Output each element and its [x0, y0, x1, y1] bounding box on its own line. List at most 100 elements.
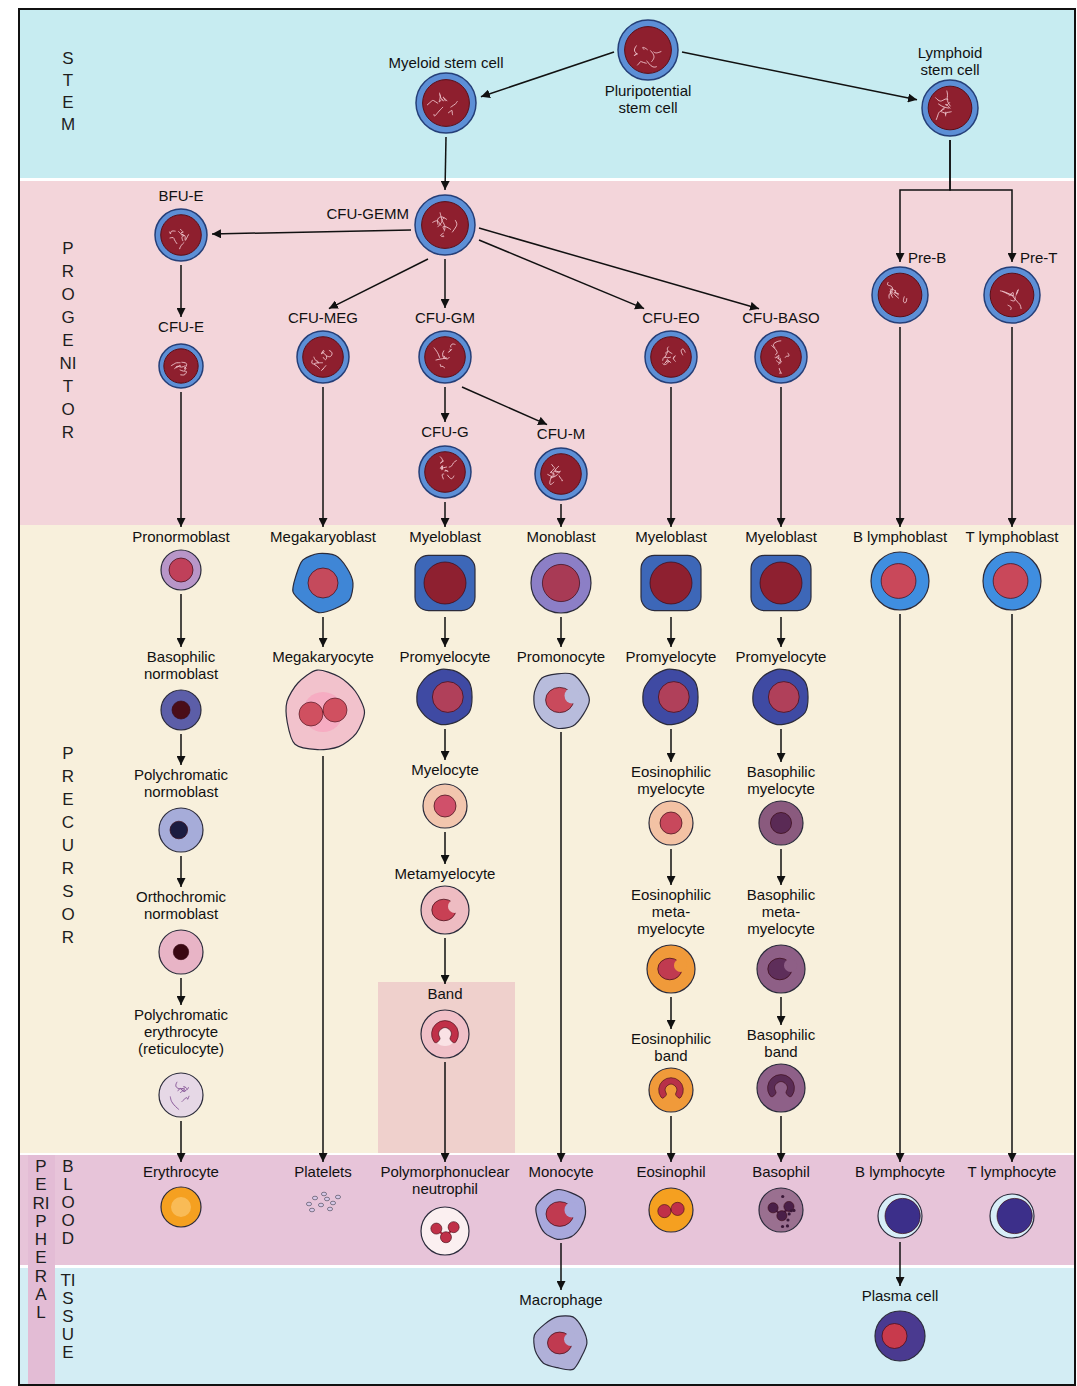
- cell-drawing: [875, 1311, 925, 1361]
- cell-icon: [415, 442, 475, 502]
- cell-node: Platelets: [294, 1163, 352, 1224]
- chromatin: [1012, 295, 1021, 309]
- cell-icon: [157, 1183, 205, 1231]
- chromatin: [321, 350, 324, 354]
- cell-label: Platelets: [294, 1163, 352, 1180]
- chromatin: [550, 464, 555, 473]
- cell-icon: [755, 1184, 807, 1236]
- cell-drawing: [645, 331, 697, 383]
- cell-drawing: [286, 670, 364, 750]
- chromatin: [643, 47, 648, 50]
- platelet: [312, 1196, 317, 1200]
- lineage-arrow: [780, 997, 782, 1025]
- chromatin: [663, 361, 669, 365]
- chromatin: [434, 348, 440, 358]
- cell-label: T lymphocyte: [968, 1163, 1057, 1180]
- lineage-arrow: [180, 265, 182, 317]
- cell-node: Monoblast: [526, 528, 595, 617]
- chromatin: [182, 1096, 189, 1102]
- lineage-arrow: [1011, 327, 1013, 527]
- cell-drawing: [759, 1188, 803, 1232]
- cell-icon: [301, 1180, 345, 1224]
- chromatin: [170, 238, 177, 244]
- chromatin: [178, 1088, 187, 1091]
- chromatin: [667, 347, 672, 354]
- cell-node: Eosinophilic meta- myelocyte: [625, 886, 717, 997]
- cell-icon: [980, 263, 1044, 327]
- lineage-arrow: [560, 617, 562, 647]
- cell-node: CFU-MEG: [288, 309, 358, 387]
- cell-icon: [155, 1069, 207, 1121]
- lineage-arrow: [670, 387, 672, 527]
- chromatin: [451, 101, 458, 107]
- cell-node: Polychromatic erythrocyte (reticulocyte): [126, 1006, 236, 1121]
- cell-icon: [751, 327, 811, 387]
- cell-label: Band: [427, 985, 462, 1002]
- chromatin: [314, 357, 319, 363]
- chromatin: [169, 231, 175, 234]
- cell-drawing: [871, 552, 929, 610]
- cell-icon: [413, 665, 477, 729]
- cell-label: Basophilic band: [735, 1026, 827, 1060]
- cell-node: B lymphoblast: [853, 528, 947, 614]
- cell-icon: [415, 327, 475, 387]
- cell-label: Basophil: [752, 1163, 810, 1180]
- lineage-arrow: [670, 997, 672, 1029]
- chromatin: [673, 356, 676, 362]
- cell-icon: [417, 882, 473, 938]
- chromatin: [440, 364, 445, 368]
- cell-label: CFU-GEMM: [327, 205, 410, 222]
- cell-node: Eosinophilic band: [625, 1030, 717, 1116]
- cell-node: Erythrocyte: [143, 1163, 219, 1231]
- lineage-arrow: [180, 1121, 182, 1162]
- lineage-arrow: [780, 387, 782, 527]
- cell-drawing: [421, 1010, 469, 1058]
- cell-icon: [637, 549, 705, 617]
- lineage-arrow: [670, 849, 672, 885]
- cell-label: Pre-B: [908, 249, 946, 266]
- cell-drawing: [531, 553, 591, 613]
- section-label: PERIPHERAL: [33, 1158, 50, 1323]
- chromatin: [443, 350, 447, 358]
- chromatin: [180, 242, 185, 249]
- cell-label: Megakaryoblast: [270, 528, 376, 545]
- cell-node: Eosinophil: [636, 1163, 705, 1236]
- cell-label: CFU-EO: [642, 309, 700, 326]
- chromatin: [555, 466, 561, 472]
- cell-drawing: [534, 1316, 587, 1370]
- cell-label: Promyelocyte: [400, 648, 491, 665]
- cell-drawing: [297, 331, 349, 383]
- lineage-arrow: [180, 856, 182, 887]
- lineage-arrow: [670, 1116, 672, 1162]
- cell-icon: [753, 1060, 809, 1116]
- chromatin: [440, 457, 444, 464]
- chromatin: [559, 476, 563, 481]
- chromatin: [181, 362, 186, 369]
- band-fill: [20, 1155, 1075, 1265]
- cell-label: B lymphocyte: [855, 1163, 945, 1180]
- platelet: [306, 1202, 311, 1206]
- platelet: [330, 1201, 335, 1205]
- lineage-arrow: [444, 832, 446, 864]
- cell-drawing: [415, 195, 475, 255]
- cell-drawing: [161, 690, 201, 730]
- lineage-arrow: [212, 230, 411, 234]
- cell-icon: [419, 780, 471, 832]
- cell-icon: [755, 797, 807, 849]
- cell-drawing: [159, 808, 203, 852]
- chromatin: [180, 229, 183, 233]
- lineage-arrow: [180, 978, 182, 1005]
- cell-node: CFU-M: [531, 425, 591, 504]
- cell-node: Pre-B: [868, 263, 932, 327]
- cell-drawing: [159, 344, 203, 388]
- chromatin: [936, 109, 944, 120]
- cell-node: CFU-GEMM: [411, 191, 479, 259]
- cell-node: Megakaryoblast: [270, 528, 376, 617]
- cell-label: T lymphoblast: [965, 528, 1058, 545]
- chromatin: [170, 1097, 179, 1110]
- cell-icon: [532, 1185, 590, 1243]
- chromatin: [663, 357, 671, 361]
- chromatin: [654, 51, 662, 53]
- chromatin: [452, 220, 457, 232]
- cell-drawing: [751, 555, 811, 610]
